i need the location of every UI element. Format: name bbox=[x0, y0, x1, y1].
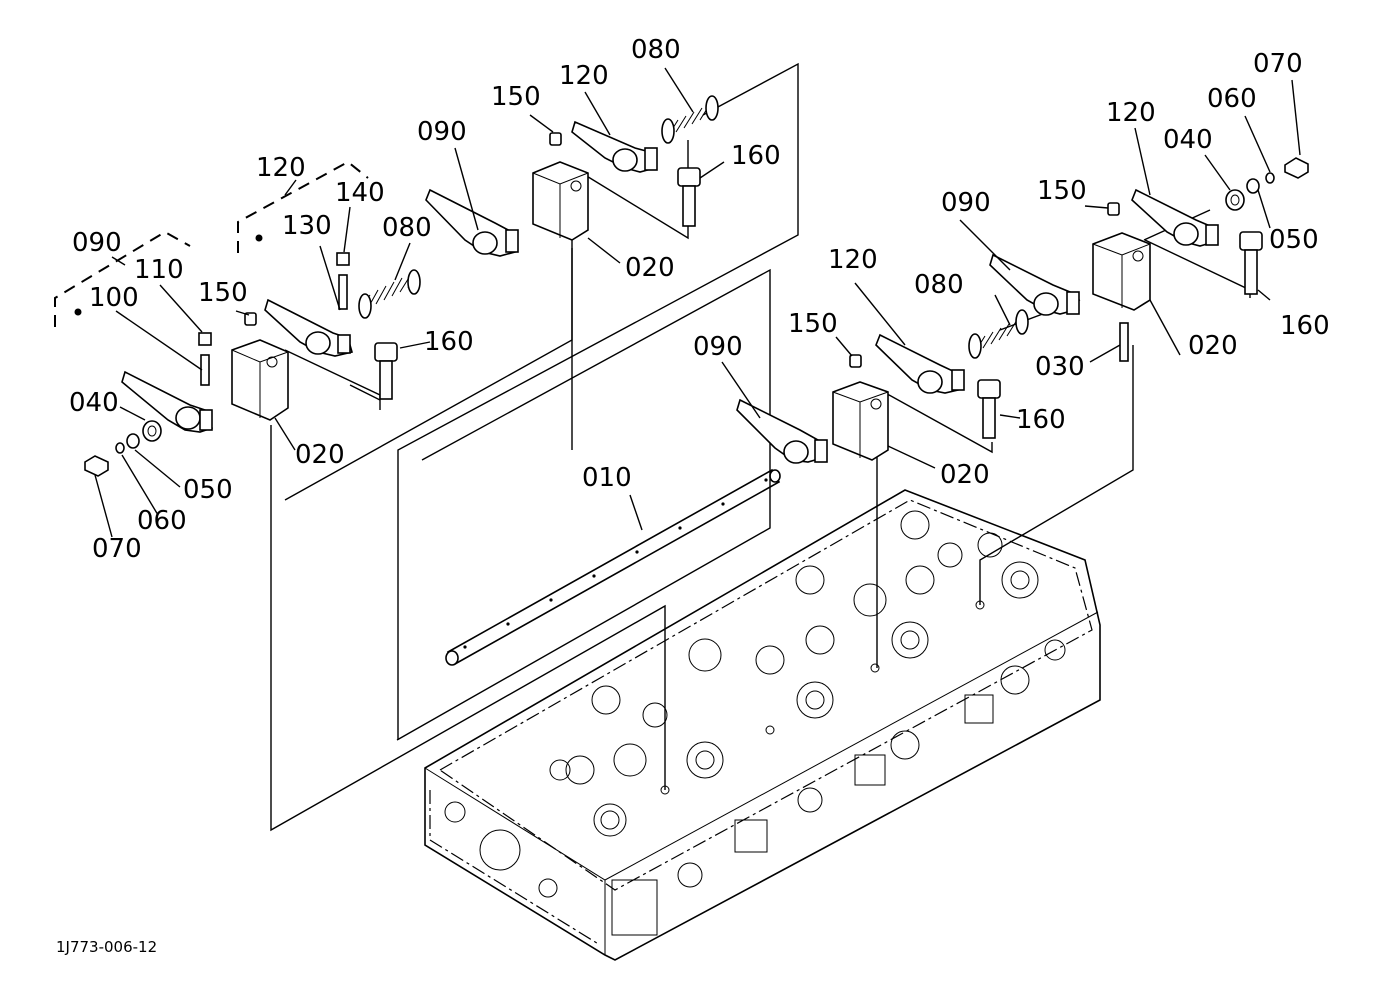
part-label: 150 bbox=[198, 278, 248, 308]
part-label: 090 bbox=[417, 117, 467, 147]
part-label: 080 bbox=[382, 213, 432, 243]
part-label: 130 bbox=[282, 211, 332, 241]
part-label: 010 bbox=[582, 463, 632, 493]
part-label: 150 bbox=[788, 309, 838, 339]
part-label: 090 bbox=[693, 332, 743, 362]
part-label: 160 bbox=[424, 327, 474, 357]
part-label: 140 bbox=[335, 178, 385, 208]
part-label: 020 bbox=[295, 440, 345, 470]
part-label: 160 bbox=[731, 141, 781, 171]
part-label: 020 bbox=[940, 460, 990, 490]
drawing-code: 1J773-006-12 bbox=[56, 938, 157, 956]
part-label: 030 bbox=[1035, 352, 1085, 382]
part-label: 050 bbox=[1269, 225, 1319, 255]
part-label: 120 bbox=[559, 61, 609, 91]
part-label: 020 bbox=[1188, 331, 1238, 361]
label-leaders bbox=[94, 67, 1301, 538]
part-label: 160 bbox=[1280, 311, 1330, 341]
part-label: 080 bbox=[914, 270, 964, 300]
part-label: 160 bbox=[1016, 405, 1066, 435]
part-label: 080 bbox=[631, 35, 681, 65]
part-label: 020 bbox=[625, 253, 675, 283]
part-label: 070 bbox=[1253, 49, 1303, 79]
rocker-arms bbox=[121, 120, 1219, 464]
cylinder-head bbox=[424, 489, 1101, 961]
part-label: 150 bbox=[491, 82, 541, 112]
part-label: 120 bbox=[256, 153, 306, 183]
small-parts bbox=[84, 132, 1309, 477]
part-label: 110 bbox=[134, 255, 184, 285]
part-label: 150 bbox=[1037, 176, 1087, 206]
part-label: 120 bbox=[1106, 98, 1156, 128]
part-label: 090 bbox=[941, 188, 991, 218]
part-label: 060 bbox=[1207, 84, 1257, 114]
part-label: 050 bbox=[183, 475, 233, 505]
part-label: 120 bbox=[828, 245, 878, 275]
part-label: 100 bbox=[89, 283, 139, 313]
bolts bbox=[374, 167, 1263, 439]
part-label: 040 bbox=[69, 388, 119, 418]
part-label: 040 bbox=[1163, 125, 1213, 155]
springs bbox=[358, 95, 1029, 359]
part-label: 090 bbox=[72, 228, 122, 258]
rocker-brackets bbox=[231, 161, 1151, 461]
part-label: 060 bbox=[137, 506, 187, 536]
sub-assembly-brackets bbox=[54, 160, 369, 327]
part-label: 070 bbox=[92, 534, 142, 564]
part-labels: 080 120 070 150 060 090 160 120 040 120 … bbox=[69, 35, 1330, 564]
